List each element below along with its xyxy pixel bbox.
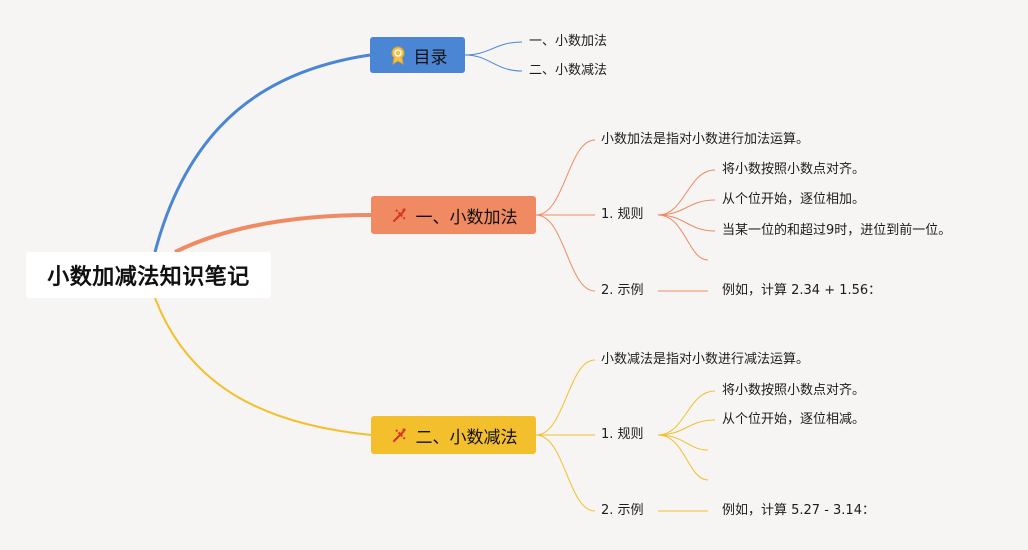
toc-to-item1-line (464, 41, 523, 56)
sub-rules-to-r3-line (657, 434, 709, 451)
add-rules-to-r4-line (657, 214, 709, 261)
subtraction-definition[interactable]: 小数减法是指对小数进行减法运算。 (601, 352, 810, 367)
pencil-ruler-icon (390, 205, 410, 225)
add-to-example-line (535, 214, 596, 292)
subtraction-rule-2[interactable]: 从个位开始，逐位相减。 (722, 412, 866, 427)
root-to-toc-line (153, 53, 371, 253)
subtraction-rule-1[interactable]: 将小数按照小数点对齐。 (722, 383, 866, 398)
sub-rules-to-r2-line (657, 419, 716, 436)
toc-item-addition[interactable]: 一、小数加法 (529, 34, 608, 49)
addition-rule-1[interactable]: 将小数按照小数点对齐。 (722, 162, 866, 177)
root-to-subtraction-line (154, 297, 372, 436)
add-to-def-line (535, 139, 596, 216)
addition-rule-3[interactable]: 当某一位的和超过9时，进位到前一位。 (722, 223, 952, 238)
add-rules-to-r3-line (657, 214, 716, 232)
sub-to-def-line (535, 359, 596, 436)
add-rules-to-r1-line (657, 169, 716, 216)
branch-addition[interactable]: 一、小数加法 (371, 196, 536, 234)
root-topic[interactable]: 小数加减法知识笔记 (26, 252, 271, 298)
branch-subtraction[interactable]: 二、小数减法 (371, 416, 536, 454)
branch-addition-label: 一、小数加法 (415, 207, 518, 228)
root-to-addition-line (174, 213, 372, 254)
subtraction-rules-label[interactable]: 1. 规则 (601, 427, 644, 442)
sub-rules-to-r1-line (657, 390, 716, 436)
addition-example[interactable]: 例如，计算 2.34 + 1.56： (722, 283, 882, 298)
subtraction-example[interactable]: 例如，计算 5.27 - 3.14： (722, 503, 875, 518)
addition-rules-label[interactable]: 1. 规则 (601, 207, 644, 222)
award-badge-icon (388, 45, 408, 65)
pencil-ruler-icon (390, 425, 410, 445)
add-rules-to-r2-line (657, 199, 716, 216)
addition-rule-2[interactable]: 从个位开始，逐位相加。 (722, 192, 866, 207)
addition-definition[interactable]: 小数加法是指对小数进行加法运算。 (601, 132, 810, 147)
root-title: 小数加减法知识笔记 (47, 265, 250, 290)
sub-to-example-line (535, 434, 596, 512)
subtraction-example-label[interactable]: 2. 示例 (601, 503, 644, 518)
branch-subtraction-label: 二、小数减法 (415, 427, 518, 448)
branch-toc[interactable]: 目录 (370, 37, 465, 73)
addition-example-label[interactable]: 2. 示例 (601, 283, 644, 298)
toc-to-item2-line (464, 54, 523, 72)
branch-toc-label: 目录 (413, 47, 448, 68)
sub-rules-to-r4-line (657, 434, 709, 481)
toc-item-subtraction[interactable]: 二、小数减法 (529, 63, 608, 78)
